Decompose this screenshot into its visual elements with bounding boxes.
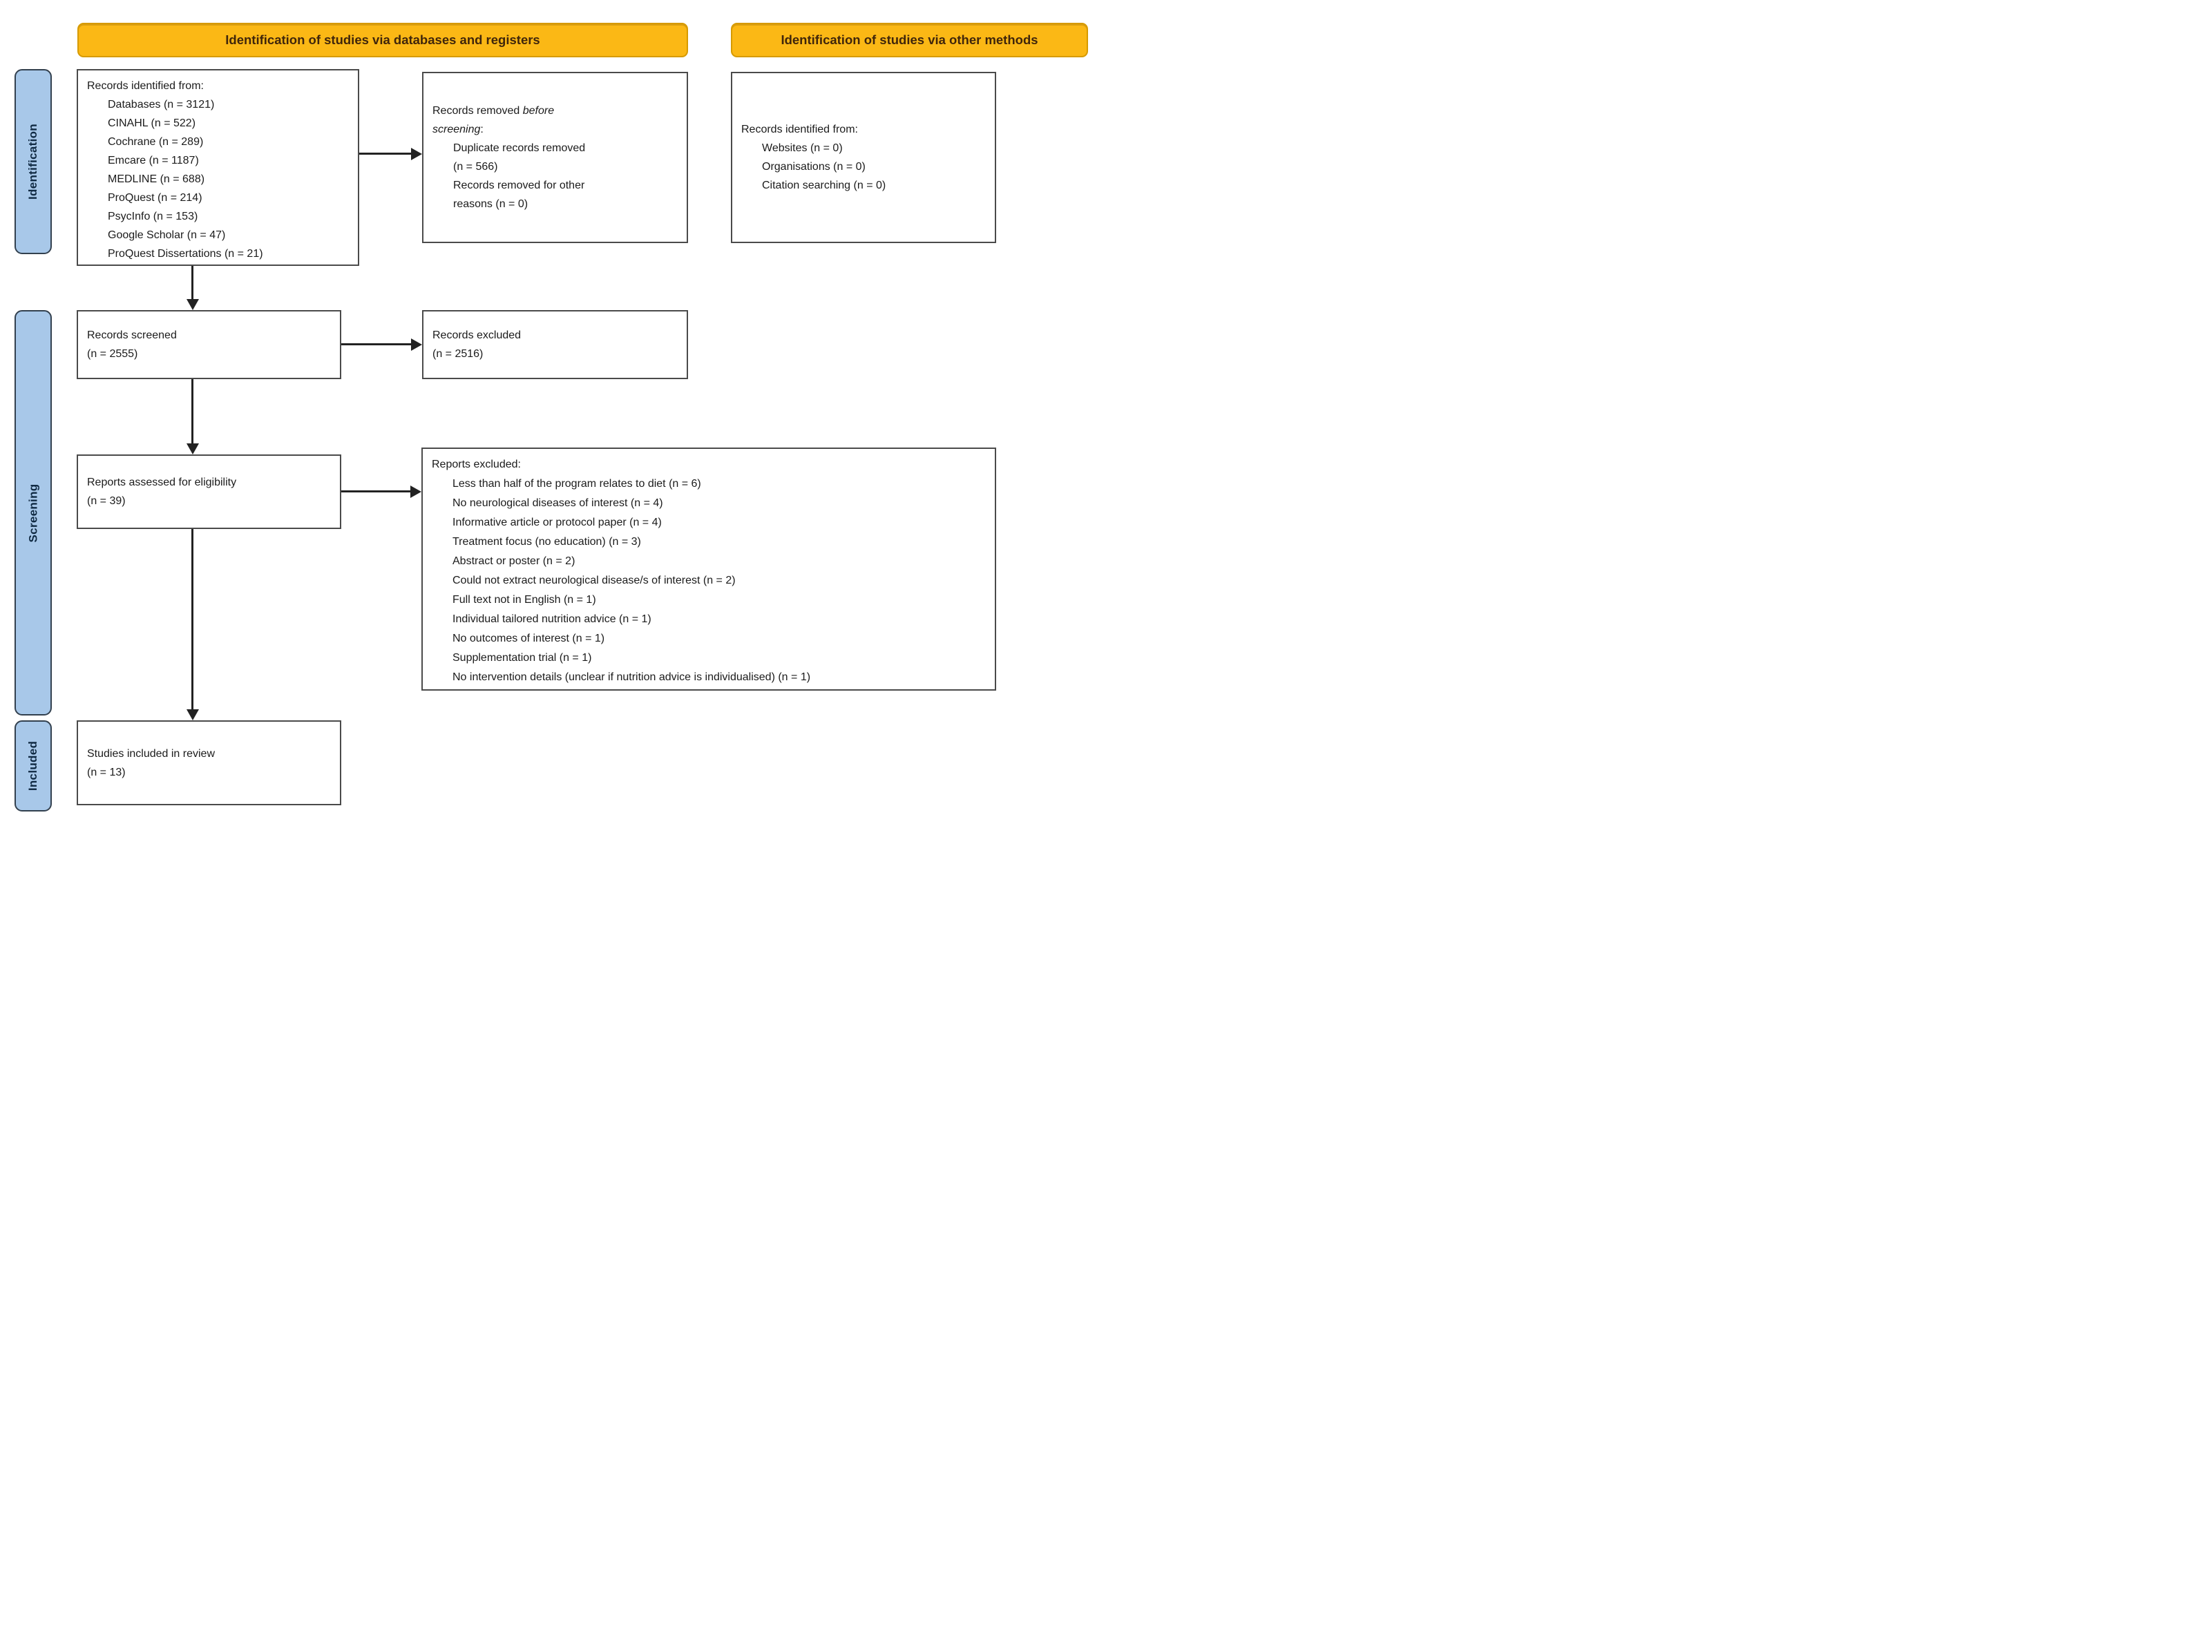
sidebar-screening-label: Screening: [26, 483, 39, 542]
list-item: ProQuest Dissertations (n = 21): [108, 248, 263, 260]
records-removed-list: Duplicate records removed (n = 566) Record…: [432, 139, 683, 213]
banner-other-methods-label: Identification of studies via other meth…: [781, 32, 1038, 47]
arrowhead-down-icon: [186, 709, 199, 720]
box-studies-included: Studies included in review (n = 13): [77, 720, 341, 805]
banner-databases-registers-label: Identification of studies via databases …: [225, 32, 540, 47]
arrow-line: [341, 343, 413, 345]
reports-assessed-line1: Reports assessed for eligibility: [87, 477, 237, 488]
list-item: reasons (n = 0): [453, 198, 528, 210]
records-screened-line2: (n = 2555): [87, 348, 138, 360]
box-records-identified: Records identified from: Databases (n = …: [77, 69, 359, 266]
banner-other-methods: Identification of studies via other meth…: [731, 23, 1088, 57]
arrowhead-down-icon: [186, 443, 199, 454]
sidebar-included: Included: [15, 720, 52, 811]
studies-included-line1: Studies included in review: [87, 747, 215, 760]
banner-databases-registers: Identification of studies via databases …: [77, 23, 688, 57]
records-screened-line1: Records screened: [87, 329, 177, 341]
records-excluded-line1: Records excluded: [432, 329, 522, 341]
box-reports-assessed: Reports assessed for eligibility (n = 39…: [77, 454, 341, 529]
box-records-excluded: Records excluded (n = 2516): [422, 310, 688, 379]
box-records-removed-title: Records removed before screening:: [432, 102, 683, 139]
list-item: No intervention details (unclear if nutr…: [452, 671, 811, 683]
box-reports-excluded-title: Reports excluded:: [432, 459, 521, 470]
reports-excluded-list: Less than half of the program relates to…: [432, 474, 991, 687]
list-item: CINAHL (n = 522): [108, 117, 196, 129]
box-records-identified-title: Records identified from:: [87, 80, 204, 92]
list-item: Could not extract neurological disease/s…: [452, 575, 736, 586]
studies-included-line2: (n = 13): [87, 766, 126, 778]
records-identified-other-list: Websites (n = 0) Organisations (n = 0) Cit…: [741, 139, 991, 195]
list-item: Databases (n = 3121): [108, 99, 215, 111]
list-item: Emcare (n = 1187): [108, 155, 199, 166]
arrow-line: [341, 490, 412, 492]
records-excluded-line2: (n = 2516): [432, 348, 484, 360]
arrowhead-right-icon: [411, 147, 422, 160]
records-removed-title-suffix: :: [480, 124, 484, 135]
arrow-line: [359, 153, 413, 155]
list-item: No outcomes of interest (n = 1): [452, 633, 605, 644]
arrow-line: [191, 379, 193, 445]
prisma-flow-diagram: Identification of studies via databases …: [0, 0, 1106, 826]
list-item: (n = 566): [453, 161, 498, 173]
box-records-identified-other-title: Records identified from:: [741, 124, 858, 135]
list-item: Informative article or protocol paper (n…: [452, 517, 662, 528]
sidebar-identification: Identification: [15, 69, 52, 254]
list-item: Abstract or poster (n = 2): [452, 555, 575, 567]
list-item: Less than half of the program relates to…: [452, 478, 701, 490]
reports-assessed-line2: (n = 39): [87, 495, 126, 507]
list-item: Cochrane (n = 289): [108, 136, 204, 148]
arrowhead-down-icon: [186, 299, 199, 310]
list-item: Websites (n = 0): [762, 142, 843, 154]
records-removed-title-normal: Records removed: [432, 105, 523, 117]
arrow-line: [191, 266, 193, 300]
list-item: Treatment focus (no education) (n = 3): [452, 536, 641, 548]
list-item: Google Scholar (n = 47): [108, 229, 226, 241]
sidebar-included-label: Included: [26, 740, 40, 791]
list-item: Records removed for other: [453, 180, 585, 191]
list-item: Citation searching (n = 0): [762, 180, 886, 191]
arrow-line: [191, 529, 193, 711]
arrowhead-right-icon: [410, 485, 421, 498]
records-removed-title-italic2: screening: [432, 124, 481, 135]
list-item: Organisations (n = 0): [762, 161, 866, 173]
arrowhead-right-icon: [411, 338, 422, 351]
sidebar-identification-label: Identification: [26, 124, 40, 200]
sidebar-screening: Screening: [15, 310, 52, 715]
records-identified-list: Databases (n = 3121) CINAHL (n = 522) Coch…: [87, 95, 354, 263]
box-records-identified-other: Records identified from: Websites (n = 0…: [731, 72, 996, 243]
list-item: MEDLINE (n = 688): [108, 173, 205, 185]
list-item: Individual tailored nutrition advice (n …: [452, 613, 651, 625]
records-removed-title-italic1: before: [522, 105, 555, 117]
box-reports-excluded: Reports excluded: Less than half of the …: [421, 448, 996, 691]
list-item: No neurological diseases of interest (n …: [452, 497, 663, 509]
box-records-removed: Records removed before screening: Duplic…: [422, 72, 688, 243]
box-records-screened: Records screened (n = 2555): [77, 310, 341, 379]
list-item: PsycInfo (n = 153): [108, 211, 198, 222]
list-item: Supplementation trial (n = 1): [452, 652, 592, 664]
list-item: Full text not in English (n = 1): [452, 594, 596, 606]
list-item: Duplicate records removed: [453, 142, 586, 154]
list-item: ProQuest (n = 214): [108, 192, 202, 204]
